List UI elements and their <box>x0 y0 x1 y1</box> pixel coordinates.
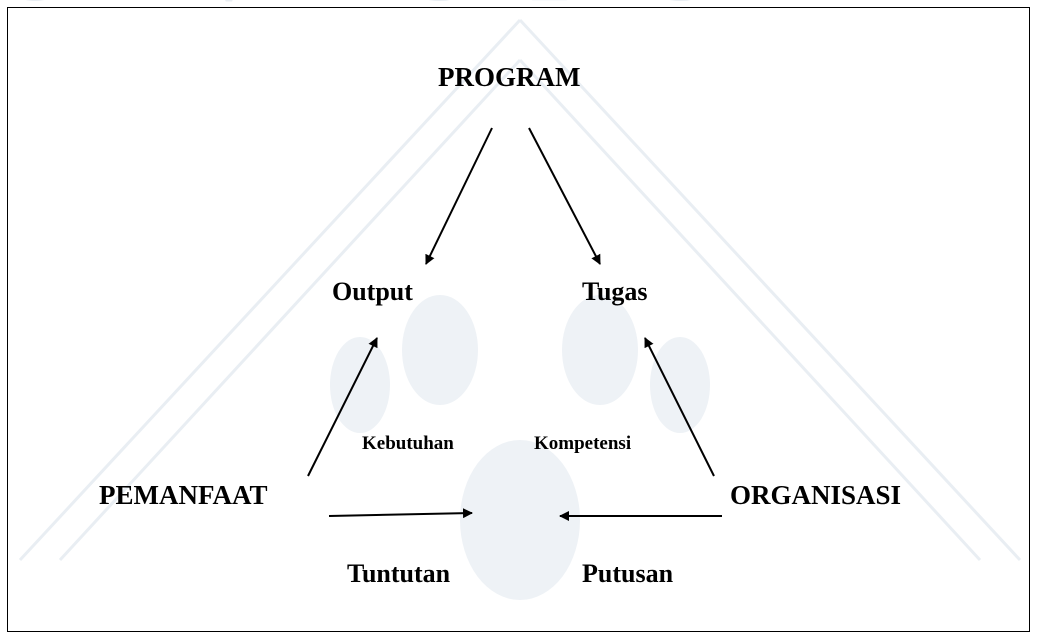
arrow-program-to-output <box>425 127 493 265</box>
edge-label-kebutuhan: Kebutuhan <box>362 433 454 454</box>
node-organisasi: ORGANISASI <box>730 480 902 510</box>
arrow-organisasi-to-tugas <box>644 337 715 477</box>
edge-label-kompetensi: Kompetensi <box>534 433 632 454</box>
node-tugas: Tugas <box>582 277 648 306</box>
edge-label-tuntutan: Tuntutan <box>347 559 451 588</box>
arrow-program-to-tugas <box>528 127 601 265</box>
arrow-pemanfaat-to-center <box>328 508 473 519</box>
node-program: PROGRAM <box>438 62 581 92</box>
node-pemanfaat: PEMANFAAT <box>99 480 268 510</box>
node-output: Output <box>332 277 413 306</box>
edge-label-putusan: Putusan <box>582 559 674 588</box>
arrow-pemanfaat-to-output <box>307 337 378 477</box>
